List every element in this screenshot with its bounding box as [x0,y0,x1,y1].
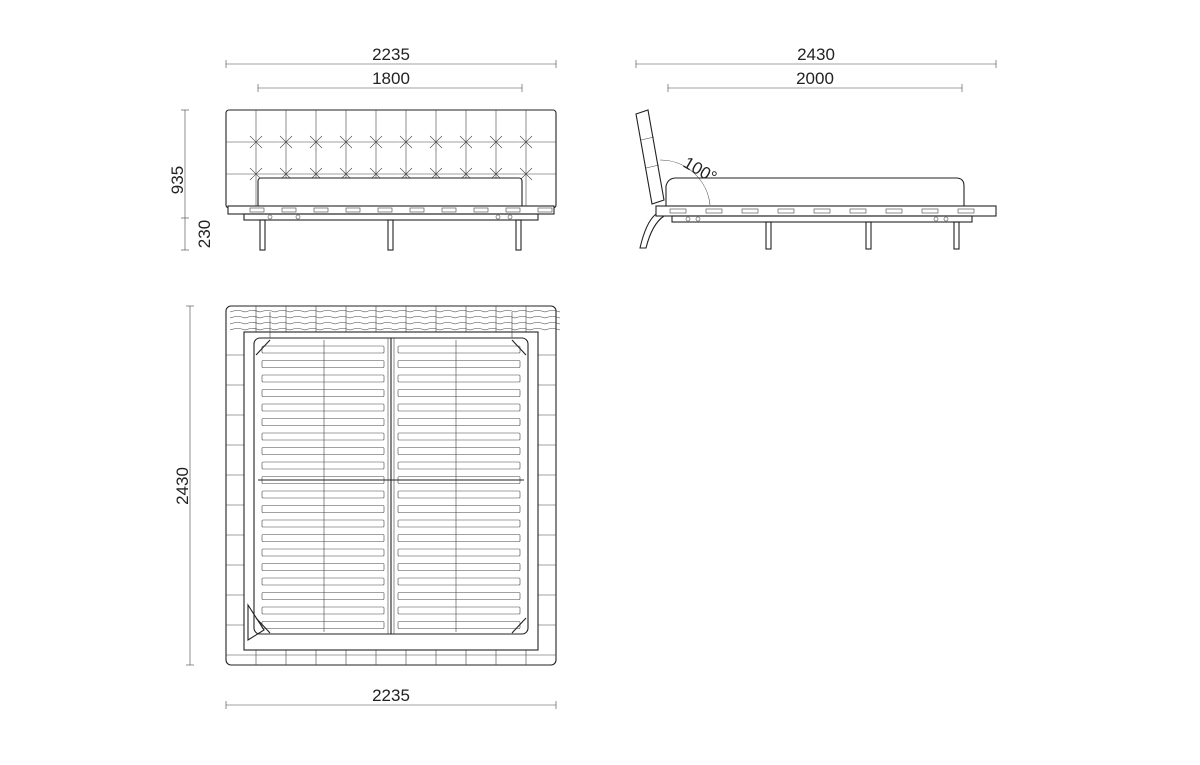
slat [397,519,521,528]
slat [261,606,385,615]
side-leg-2 [865,221,872,250]
slat [397,461,521,470]
slat [261,519,385,528]
slat [397,403,521,412]
slat [261,592,385,600]
plan-width-label: 2235 [372,686,410,705]
tuft-mark [519,135,533,149]
slat [261,345,385,354]
plan-view: 2430 2235 [173,305,561,709]
tuft-mark [519,167,533,181]
tuft-mark [399,135,413,149]
plan-slats [258,340,524,632]
side-angle-arc [659,159,711,206]
slat [397,360,521,368]
slat [261,548,385,557]
slat [261,490,385,499]
plan-length-label: 2430 [173,467,192,505]
slat [261,577,385,586]
slat [397,447,521,455]
slat [397,534,521,542]
front-frame-rail [227,205,555,215]
side-curved-leg [639,213,665,249]
slat [261,432,385,441]
tuft-mark [339,135,353,149]
front-view: 2235 1800 935 230 [168,45,557,251]
front-frame-slots [249,207,553,220]
slat [397,505,521,513]
slat [397,577,521,586]
slat [261,534,385,542]
side-headboard [635,109,665,205]
slat [261,505,385,513]
slat [397,490,521,499]
front-total-height-label: 935 [168,166,187,194]
slat [261,374,385,383]
slat [261,418,385,426]
plan-corner-brackets [255,339,527,634]
front-leg-right [515,219,522,251]
tuft-mark [279,135,293,149]
tuft-mark [489,135,503,149]
slat [261,403,385,412]
tuft-mark [249,135,263,149]
tuft-mark [309,135,323,149]
side-leg-1 [765,221,772,250]
slat [261,563,385,571]
slat [397,606,521,615]
side-leg-3 [953,221,960,250]
front-frame-base [243,213,539,221]
front-frame-height-label: 230 [195,220,214,248]
side-frame-slots [669,208,975,222]
side-frame-rail [655,205,997,217]
slat [261,389,385,397]
slat [261,360,385,368]
tuft-mark [429,135,443,149]
side-mattress-length-label: 2000 [796,69,834,88]
front-overall-width-label: 2235 [372,45,410,64]
slat [397,374,521,383]
slat [397,345,521,354]
side-view: 2430 2000 100° [635,45,997,250]
side-mattress [665,177,965,206]
plan-corner-detail [247,603,265,641]
side-overall-length-label: 2430 [797,45,835,64]
tuft-mark [459,135,473,149]
slat [397,548,521,557]
slat [397,418,521,426]
tuft-mark [369,135,383,149]
slat [397,432,521,441]
slat [261,461,385,470]
front-leg-left [259,219,266,251]
side-angle-label: 100° [680,153,720,187]
plan-headboard-band [229,310,561,331]
side-frame-base [671,215,973,223]
front-mattress-width-label: 1800 [372,69,410,88]
slat [397,389,521,397]
front-headboard-quilting [226,110,556,206]
front-mattress [257,177,523,209]
slat [261,447,385,455]
plan-outer-outline [225,305,557,666]
slat [397,592,521,600]
slat [397,563,521,571]
front-leg-center [387,219,394,251]
